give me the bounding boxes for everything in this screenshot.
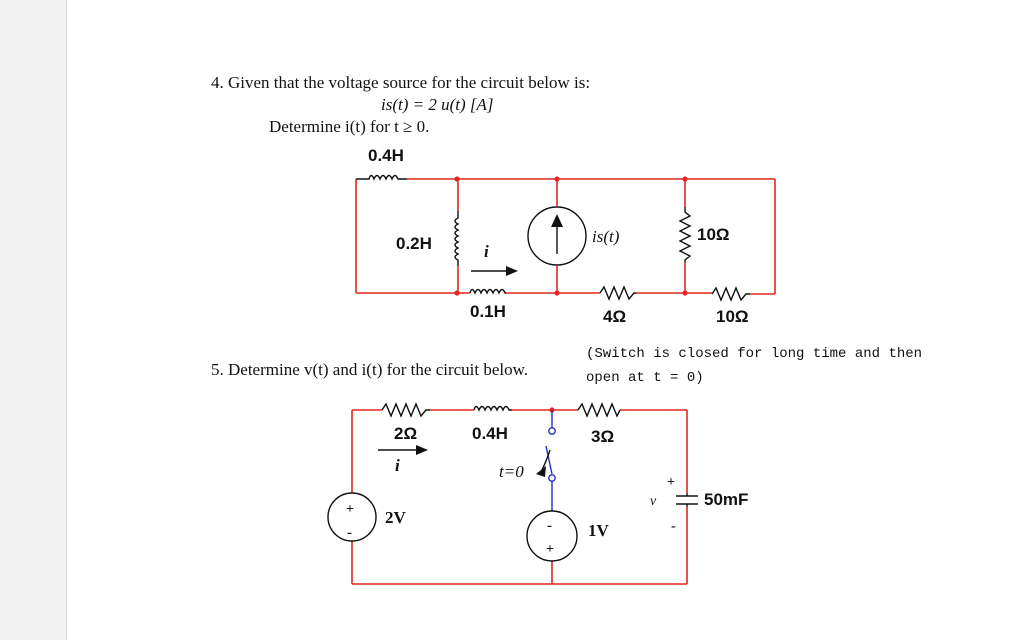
- current-i-arrow-c5: i: [378, 445, 428, 475]
- resistor-4ohm: 4Ω: [599, 285, 636, 326]
- circuit-5-wires: [351, 409, 688, 585]
- current-source-is: is(t): [527, 206, 620, 266]
- page-left-margin: [0, 0, 67, 640]
- resistor-2ohm-label: 2Ω: [394, 424, 417, 443]
- inductor-0.2H-label: 0.2H: [396, 234, 432, 253]
- problem-5-note-line-2: open at t = 0): [586, 370, 704, 386]
- current-i-arrow-c4: i: [471, 242, 518, 276]
- resistor-10ohm-horizontal: 10Ω: [711, 286, 750, 326]
- arrow-right-icon: [506, 266, 518, 276]
- source-2V-label: 2V: [385, 508, 407, 527]
- problem-5-note-line-1: (Switch is closed for long time and then: [586, 346, 923, 362]
- arrow-right-icon: [416, 445, 428, 455]
- inductor-0.4H-c5: 0.4H: [472, 405, 512, 443]
- problem-4-equation: is(t) = 2 u(t) [A]: [381, 95, 494, 114]
- resistor-10ohm-bottom-label: 10Ω: [716, 307, 749, 326]
- switch-t0: t=0: [499, 410, 556, 511]
- current-i-label: i: [484, 242, 489, 261]
- current-source-label: is(t): [592, 227, 620, 246]
- node-dot: [682, 290, 688, 296]
- problem-5-statement: 5. Determine v(t) and i(t) for the circu…: [211, 360, 529, 379]
- resistor-3ohm: 3Ω: [577, 402, 621, 446]
- source-2V-minus: -: [347, 525, 352, 541]
- inductor-0.4H-c5-label: 0.4H: [472, 424, 508, 443]
- circuit-4: 0.4H 0.2H i 0.1H is(t) 10Ω: [355, 146, 776, 326]
- node-dot: [554, 176, 560, 182]
- circuit-4-wires: [355, 178, 776, 295]
- resistor-3ohm-label: 3Ω: [591, 427, 614, 446]
- capacitor-v-label: v: [650, 494, 657, 509]
- current-i-c5-label: i: [395, 456, 400, 475]
- source-1V-label: 1V: [588, 521, 610, 540]
- capacitor-50mF: 50mF + v -: [650, 475, 748, 534]
- inductor-0.4H-label: 0.4H: [368, 146, 404, 165]
- resistor-10ohm-vertical: 10Ω: [678, 207, 730, 262]
- node-dot: [454, 176, 460, 182]
- inductor-0.1H: 0.1H: [469, 288, 506, 321]
- source-2V-plus: +: [346, 502, 354, 517]
- resistor-2ohm: 2Ω: [381, 402, 430, 443]
- arrow-up-icon: [551, 214, 563, 227]
- problem-4-statement: 4. Given that the voltage source for the…: [211, 73, 591, 92]
- voltage-source-1V: - + 1V: [526, 510, 610, 562]
- switch-arrow-icon: [536, 466, 546, 477]
- resistor-4ohm-label: 4Ω: [603, 307, 626, 326]
- node-dot: [554, 290, 560, 296]
- inductor-0.1H-label: 0.1H: [470, 302, 506, 321]
- node-dot: [454, 290, 460, 296]
- source-1V-plus: +: [546, 542, 554, 557]
- switch-label: t=0: [499, 462, 524, 481]
- node-dot: [682, 176, 688, 182]
- circuit-5: 2Ω 0.4H 3Ω i t=0: [327, 402, 748, 585]
- voltage-source-2V: + - 2V: [327, 492, 407, 542]
- capacitor-label: 50mF: [704, 490, 748, 509]
- source-1V-minus: -: [547, 518, 552, 534]
- capacitor-minus: -: [671, 519, 676, 534]
- capacitor-plus: +: [667, 475, 675, 490]
- problem-4-task: Determine i(t) for t ≥ 0.: [269, 117, 430, 136]
- inductor-0.4H-c4: 0.4H: [356, 146, 407, 181]
- resistor-10ohm-label: 10Ω: [697, 225, 730, 244]
- inductor-0.2H: 0.2H: [396, 211, 460, 266]
